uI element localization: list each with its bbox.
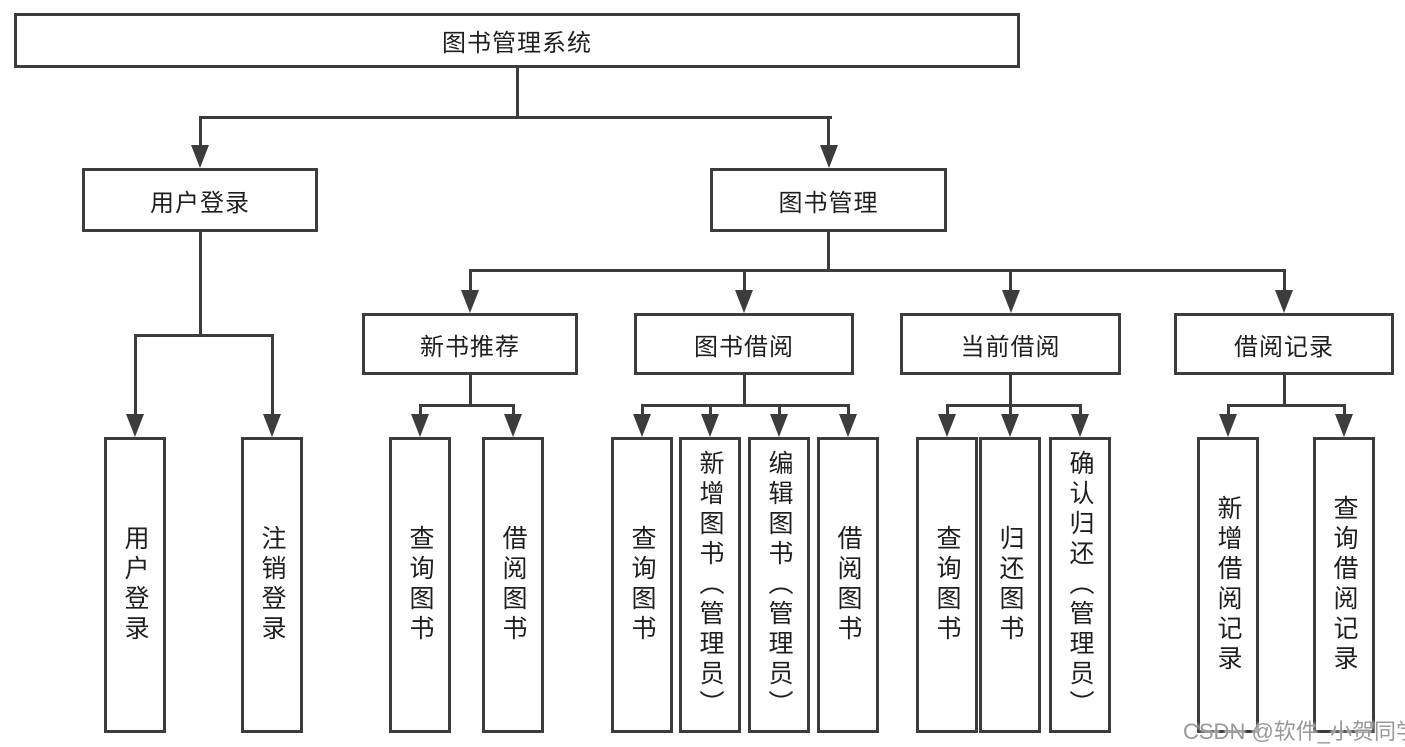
connector-line — [468, 269, 1286, 272]
connector-line — [1282, 271, 1286, 292]
arrowhead-icon — [263, 414, 281, 437]
connector-line — [1226, 404, 1346, 407]
connector-line — [1342, 406, 1346, 416]
connector-line — [640, 406, 644, 416]
arrowhead-icon — [1001, 290, 1020, 313]
leaf-return-books-label: 归还图书 — [996, 525, 1024, 645]
leaf-confirm-return-admin: 确认归还（管理员） — [1049, 437, 1111, 733]
watermark: CSDN @软件_小贺同学 — [1183, 719, 1405, 744]
connector-line — [945, 406, 949, 416]
leaf-borrow-books-recommend: 借阅图书 — [482, 437, 544, 733]
leaf-query-books-current: 查询图书 — [916, 437, 978, 733]
node-user-login-label: 用户登录 — [150, 189, 250, 217]
arrowhead-icon — [411, 414, 429, 437]
arrowhead-icon — [1219, 414, 1237, 437]
leaf-query-books-recommend: 查询图书 — [389, 437, 451, 733]
connector-line — [198, 118, 202, 147]
leaf-logout-label: 注销登录 — [258, 525, 286, 645]
leaf-query-books-current-label: 查询图书 — [933, 525, 961, 645]
connector-line — [1226, 406, 1230, 416]
leaf-borrow-books-recommend-label: 借阅图书 — [499, 525, 527, 645]
connector-line — [1078, 406, 1082, 416]
leaf-query-borrow-record: 查询借阅记录 — [1313, 437, 1375, 733]
connector-line — [418, 406, 422, 416]
node-borrowing-records-label: 借阅记录 — [1234, 333, 1334, 361]
node-book-management: 图书管理 — [710, 168, 947, 232]
connector-line — [846, 406, 850, 416]
connector-line — [827, 118, 830, 147]
connector-line — [198, 116, 832, 119]
connector-line — [777, 406, 781, 416]
connector-line — [133, 334, 274, 337]
leaf-borrow-books-borrowing: 借阅图书 — [817, 437, 879, 733]
leaf-add-borrow-record-label: 新增借阅记录 — [1214, 495, 1242, 675]
leaf-return-books: 归还图书 — [979, 437, 1041, 733]
leaf-query-books-borrowing: 查询图书 — [611, 437, 673, 733]
connector-line — [511, 406, 515, 416]
leaf-confirm-return-admin-label: 确认归还（管理员） — [1066, 450, 1094, 720]
connector-line — [1009, 271, 1012, 292]
arrowhead-icon — [701, 414, 719, 437]
connector-line — [1282, 375, 1286, 406]
node-root: 图书管理系统 — [14, 13, 1020, 68]
node-book-borrowing-label: 图书借阅 — [694, 333, 794, 361]
node-new-book-recommendation-label: 新书推荐 — [420, 333, 520, 361]
connector-line — [418, 404, 515, 407]
leaf-add-borrow-record: 新增借阅记录 — [1197, 437, 1259, 733]
connector-line — [133, 336, 137, 416]
arrowhead-icon — [839, 414, 857, 437]
connector-line — [198, 232, 202, 336]
connector-line — [468, 375, 472, 406]
arrowhead-icon — [461, 290, 479, 313]
connector-line — [1008, 406, 1012, 416]
arrowhead-icon — [1001, 414, 1019, 437]
connector-line — [945, 404, 1082, 407]
node-borrowing-records: 借阅记录 — [1174, 313, 1394, 375]
leaf-user-login: 用户登录 — [104, 437, 166, 733]
node-root-label: 图书管理系统 — [442, 30, 592, 57]
node-book-borrowing: 图书借阅 — [634, 313, 854, 375]
connector-line — [515, 68, 519, 118]
leaf-logout: 注销登录 — [241, 437, 303, 733]
leaf-query-books-borrowing-label: 查询图书 — [628, 525, 656, 645]
connector-line — [827, 232, 830, 271]
arrowhead-icon — [1335, 414, 1353, 437]
arrowhead-icon — [938, 414, 956, 437]
arrowhead-icon — [191, 145, 209, 168]
leaf-user-login-label: 用户登录 — [121, 525, 149, 645]
arrowhead-icon — [1275, 290, 1293, 313]
leaf-add-book-admin-label: 新增图书（管理员） — [696, 450, 724, 720]
leaf-edit-book-admin: 编辑图书（管理员） — [748, 437, 810, 733]
connector-line — [742, 375, 746, 406]
node-user-login: 用户登录 — [82, 168, 318, 232]
connector-line — [708, 406, 712, 416]
connector-line — [270, 336, 274, 416]
arrowhead-icon — [504, 414, 522, 437]
arrowhead-icon — [819, 145, 838, 168]
arrowhead-icon — [770, 414, 788, 437]
connector-line — [468, 271, 472, 292]
leaf-add-book-admin: 新增图书（管理员） — [679, 437, 741, 733]
node-current-borrowing-label: 当前借阅 — [960, 333, 1061, 361]
arrowhead-icon — [735, 290, 753, 313]
leaf-edit-book-admin-label: 编辑图书（管理员） — [765, 450, 793, 720]
arrowhead-icon — [1071, 414, 1089, 437]
arrowhead-icon — [126, 414, 144, 437]
leaf-query-books-recommend-label: 查询图书 — [406, 525, 434, 645]
node-book-management-label: 图书管理 — [778, 189, 879, 217]
connector-line — [742, 271, 746, 292]
connector-line — [640, 404, 850, 407]
connector-line — [1009, 375, 1012, 406]
node-current-borrowing: 当前借阅 — [900, 313, 1121, 375]
arrowhead-icon — [633, 414, 651, 437]
leaf-borrow-books-borrowing-label: 借阅图书 — [834, 525, 862, 645]
node-new-book-recommendation: 新书推荐 — [362, 313, 578, 375]
leaf-query-borrow-record-label: 查询借阅记录 — [1330, 495, 1358, 675]
